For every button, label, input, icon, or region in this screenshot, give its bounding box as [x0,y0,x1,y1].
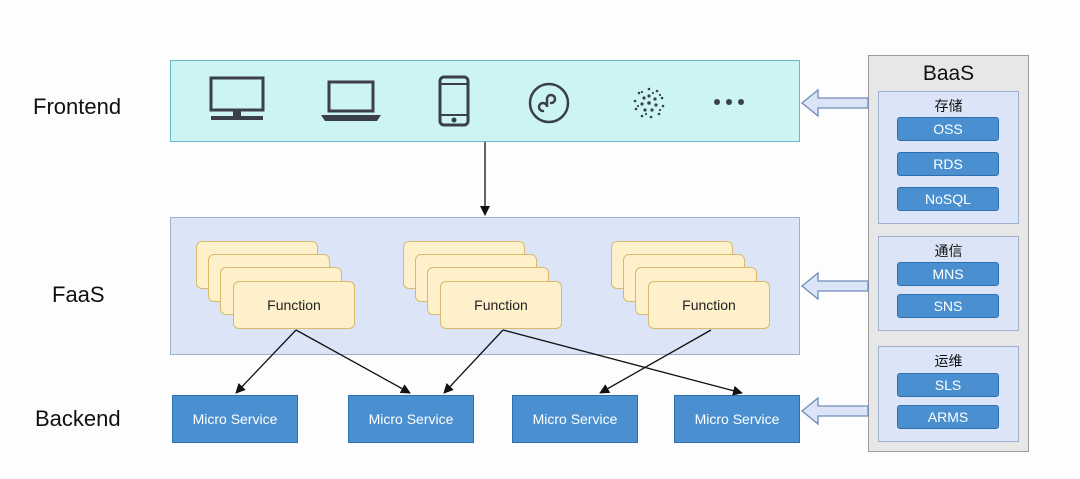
service-rds: RDS [897,152,999,176]
baas-to-backend-arrow [800,396,869,426]
iota-logo-icon [629,83,669,128]
baas-panel: BaaS 存储 OSS RDS NoSQL 通信 MNS SNS 运维 SLS … [868,55,1029,452]
group-title: 存储 [934,99,963,115]
desktop-monitor-icon [207,75,267,130]
storage-group: 存储 OSS RDS NoSQL [878,91,1019,224]
more-dots-icon [711,92,747,117]
baas-title: BaaS [922,62,975,85]
faas-label: FaaS [52,282,105,307]
micro-service-box: Micro Service [348,395,474,443]
function-card: Function [233,281,355,329]
service-oss: OSS [897,117,999,141]
group-title: 通信 [934,244,963,260]
mini-program-icon [527,81,571,130]
group-title: 运维 [934,354,963,370]
function-to-service-arrow [599,329,712,394]
function-to-service-arrow [295,329,411,394]
service-sls: SLS [897,373,999,397]
micro-service-box: Micro Service [512,395,638,443]
laptop-icon [319,79,383,128]
frontend-label: Frontend [33,94,122,119]
baas-to-faas-arrow [800,271,869,301]
frontend-panel [170,60,800,142]
service-arms: ARMS [897,405,999,429]
function-to-service-arrow [443,329,504,394]
function-card: Function [440,281,562,329]
function-to-service-arrow [502,329,743,396]
service-nosql: NoSQL [897,187,999,211]
function-to-service-arrow [235,329,297,394]
function-card: Function [648,281,770,329]
messaging-group: 通信 MNS SNS [878,236,1019,331]
ops-group: 运维 SLS ARMS [878,346,1019,442]
smartphone-icon [437,75,471,132]
service-mns: MNS [897,262,999,286]
service-sns: SNS [897,294,999,318]
baas-to-frontend-arrow [800,88,869,118]
micro-service-box: Micro Service [172,395,298,443]
backend-label: Backend [35,406,121,431]
